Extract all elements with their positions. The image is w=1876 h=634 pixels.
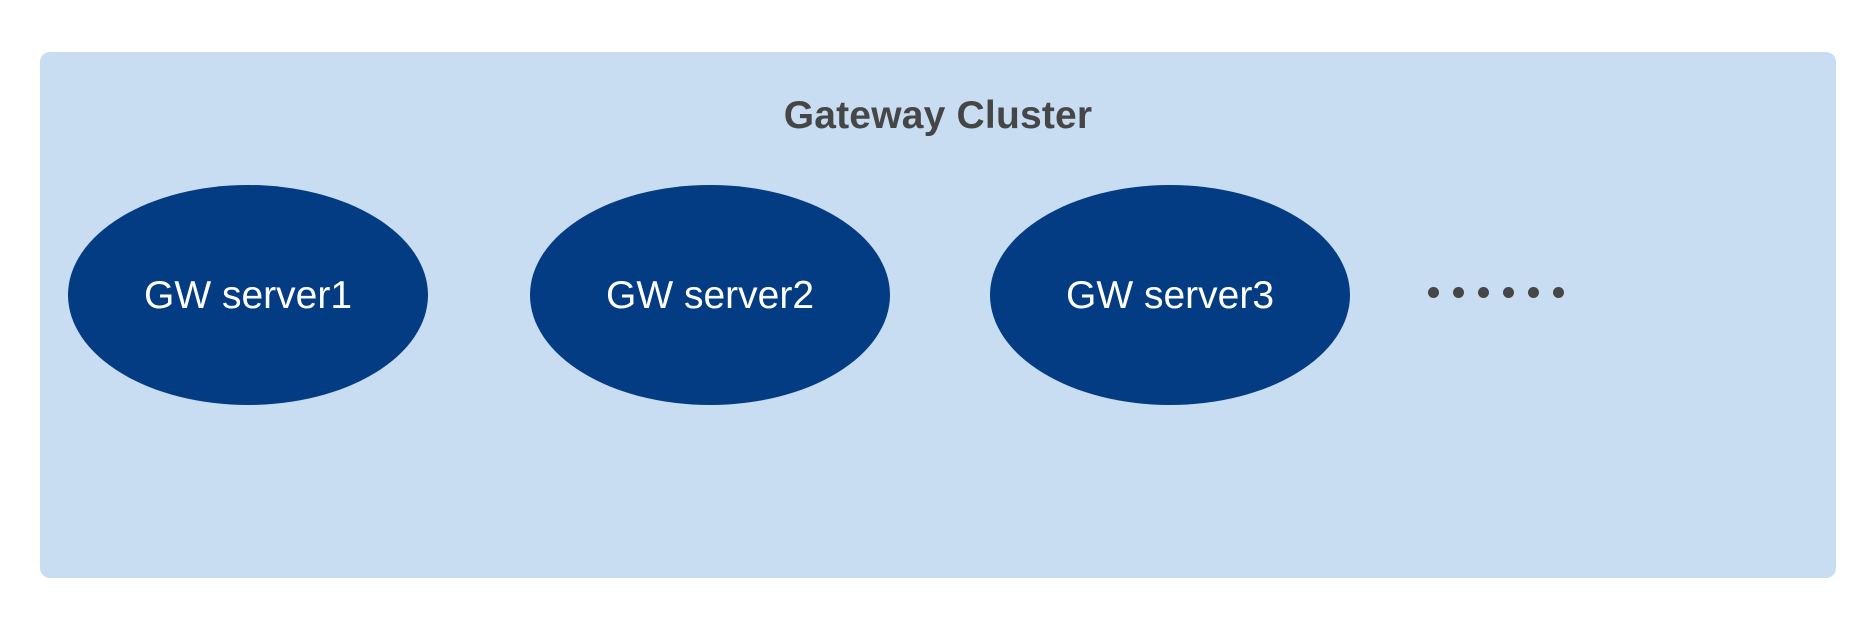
ellipsis-dot [1528, 286, 1539, 298]
gateway-node-label: GW server1 [143, 273, 353, 317]
ellipsis-dot [1453, 286, 1464, 298]
gateway-cluster-panel: Gateway Cluster GW server1 GW server2 GW… [40, 52, 1836, 578]
ellipsis-more-nodes-icon [1428, 282, 1564, 302]
gateway-node-gw-server2[interactable]: GW server2 [530, 185, 890, 405]
ellipsis-dot [1503, 286, 1514, 298]
ellipsis-dot [1428, 286, 1439, 298]
gateway-nodes-row: GW server1 GW server2 GW server3 [40, 185, 1836, 405]
gateway-node-label: GW server3 [1065, 273, 1275, 317]
cluster-title: Gateway Cluster [783, 94, 1093, 137]
ellipsis-dot [1478, 286, 1489, 298]
gateway-node-gw-server1[interactable]: GW server1 [68, 185, 428, 405]
gateway-node-label: GW server2 [605, 273, 815, 317]
ellipsis-dot [1553, 286, 1564, 298]
gateway-node-gw-server3[interactable]: GW server3 [990, 185, 1350, 405]
